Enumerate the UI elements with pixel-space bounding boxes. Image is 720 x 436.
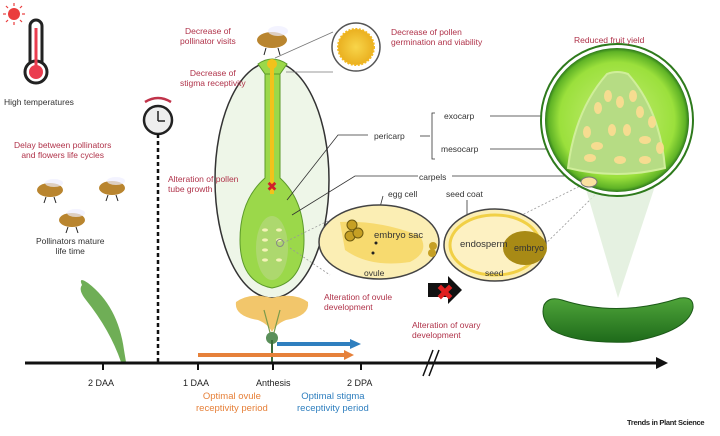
tick-label-2dpa: 2 DPA: [347, 378, 373, 388]
svg-text:✖: ✖: [267, 180, 278, 195]
ovule-period-label: Optimal ovule receptivity period: [196, 391, 268, 414]
endosperm-label: endosperm: [460, 239, 508, 250]
mesocarp-label: mesocarp: [441, 144, 479, 154]
leaf-icon: [80, 279, 126, 362]
thermometer-sun-icon: [3, 3, 49, 85]
ovule-development-label: Alteration of ovule development: [324, 292, 393, 312]
exocarp-label: exocarp: [444, 111, 475, 121]
seed-coat-label: seed coat: [446, 189, 483, 199]
pollen-grain-icon: [274, 22, 381, 73]
pistil-illustration: ✖: [214, 58, 330, 299]
journal-credit: Trends in Plant Science: [627, 418, 705, 427]
ovule-label: ovule: [364, 268, 385, 278]
seed-illustration: [443, 208, 547, 282]
tick-label-1daa: 1 DAA: [183, 378, 210, 388]
delay-label: Delay between pollinators and flowers li…: [14, 140, 112, 160]
embryo-sac-label: embryo sac: [374, 230, 424, 241]
pollen-germination-label: Decrease of pollen germination and viabi…: [391, 27, 483, 47]
pericarp-label: pericarp: [374, 131, 405, 141]
stigma-period-label: Optimal stigma receptivity period: [297, 391, 369, 414]
ovary-development-label: Alteration of ovary development: [412, 320, 481, 340]
bee-icon: [37, 179, 63, 204]
bee-icon: [99, 177, 125, 202]
embryo-label: embryo: [514, 243, 545, 253]
clock-icon: [142, 96, 174, 136]
cucumber-icon: [542, 297, 694, 343]
cucumber-slice-illustration: [540, 43, 694, 298]
high-temperatures-label: High temperatures: [4, 97, 74, 107]
fruit-yield-label: Reduced fruit yield: [574, 35, 645, 45]
tick-label-anthesis: Anthesis: [256, 378, 291, 388]
stigma-receptivity-label: Decrease of stigma receptivity: [180, 68, 246, 88]
ovule-receptivity-arrow: [198, 350, 354, 360]
blocked-arrow-icon: ✖: [428, 276, 462, 306]
pollinators-label: Pollinators mature life time: [36, 236, 105, 256]
stigma-receptivity-arrow: [277, 339, 361, 349]
bee-icon: [59, 209, 85, 234]
tick-label-2daa: 2 DAA: [88, 378, 115, 388]
seed-label: seed: [485, 268, 504, 278]
ovule-illustration: [318, 204, 440, 280]
pollen-tube-label: Alteration of pollen tube growth: [168, 174, 239, 194]
egg-cell-label: egg cell: [388, 189, 418, 199]
flower-icon: [235, 295, 309, 362]
carpels-label: carpels: [419, 172, 447, 182]
bee-icon: [257, 26, 288, 56]
timeline-axis: [25, 349, 668, 377]
svg-text:✖: ✖: [436, 281, 454, 306]
pollinator-visits-label: Decrease of pollinator visits: [180, 26, 236, 46]
